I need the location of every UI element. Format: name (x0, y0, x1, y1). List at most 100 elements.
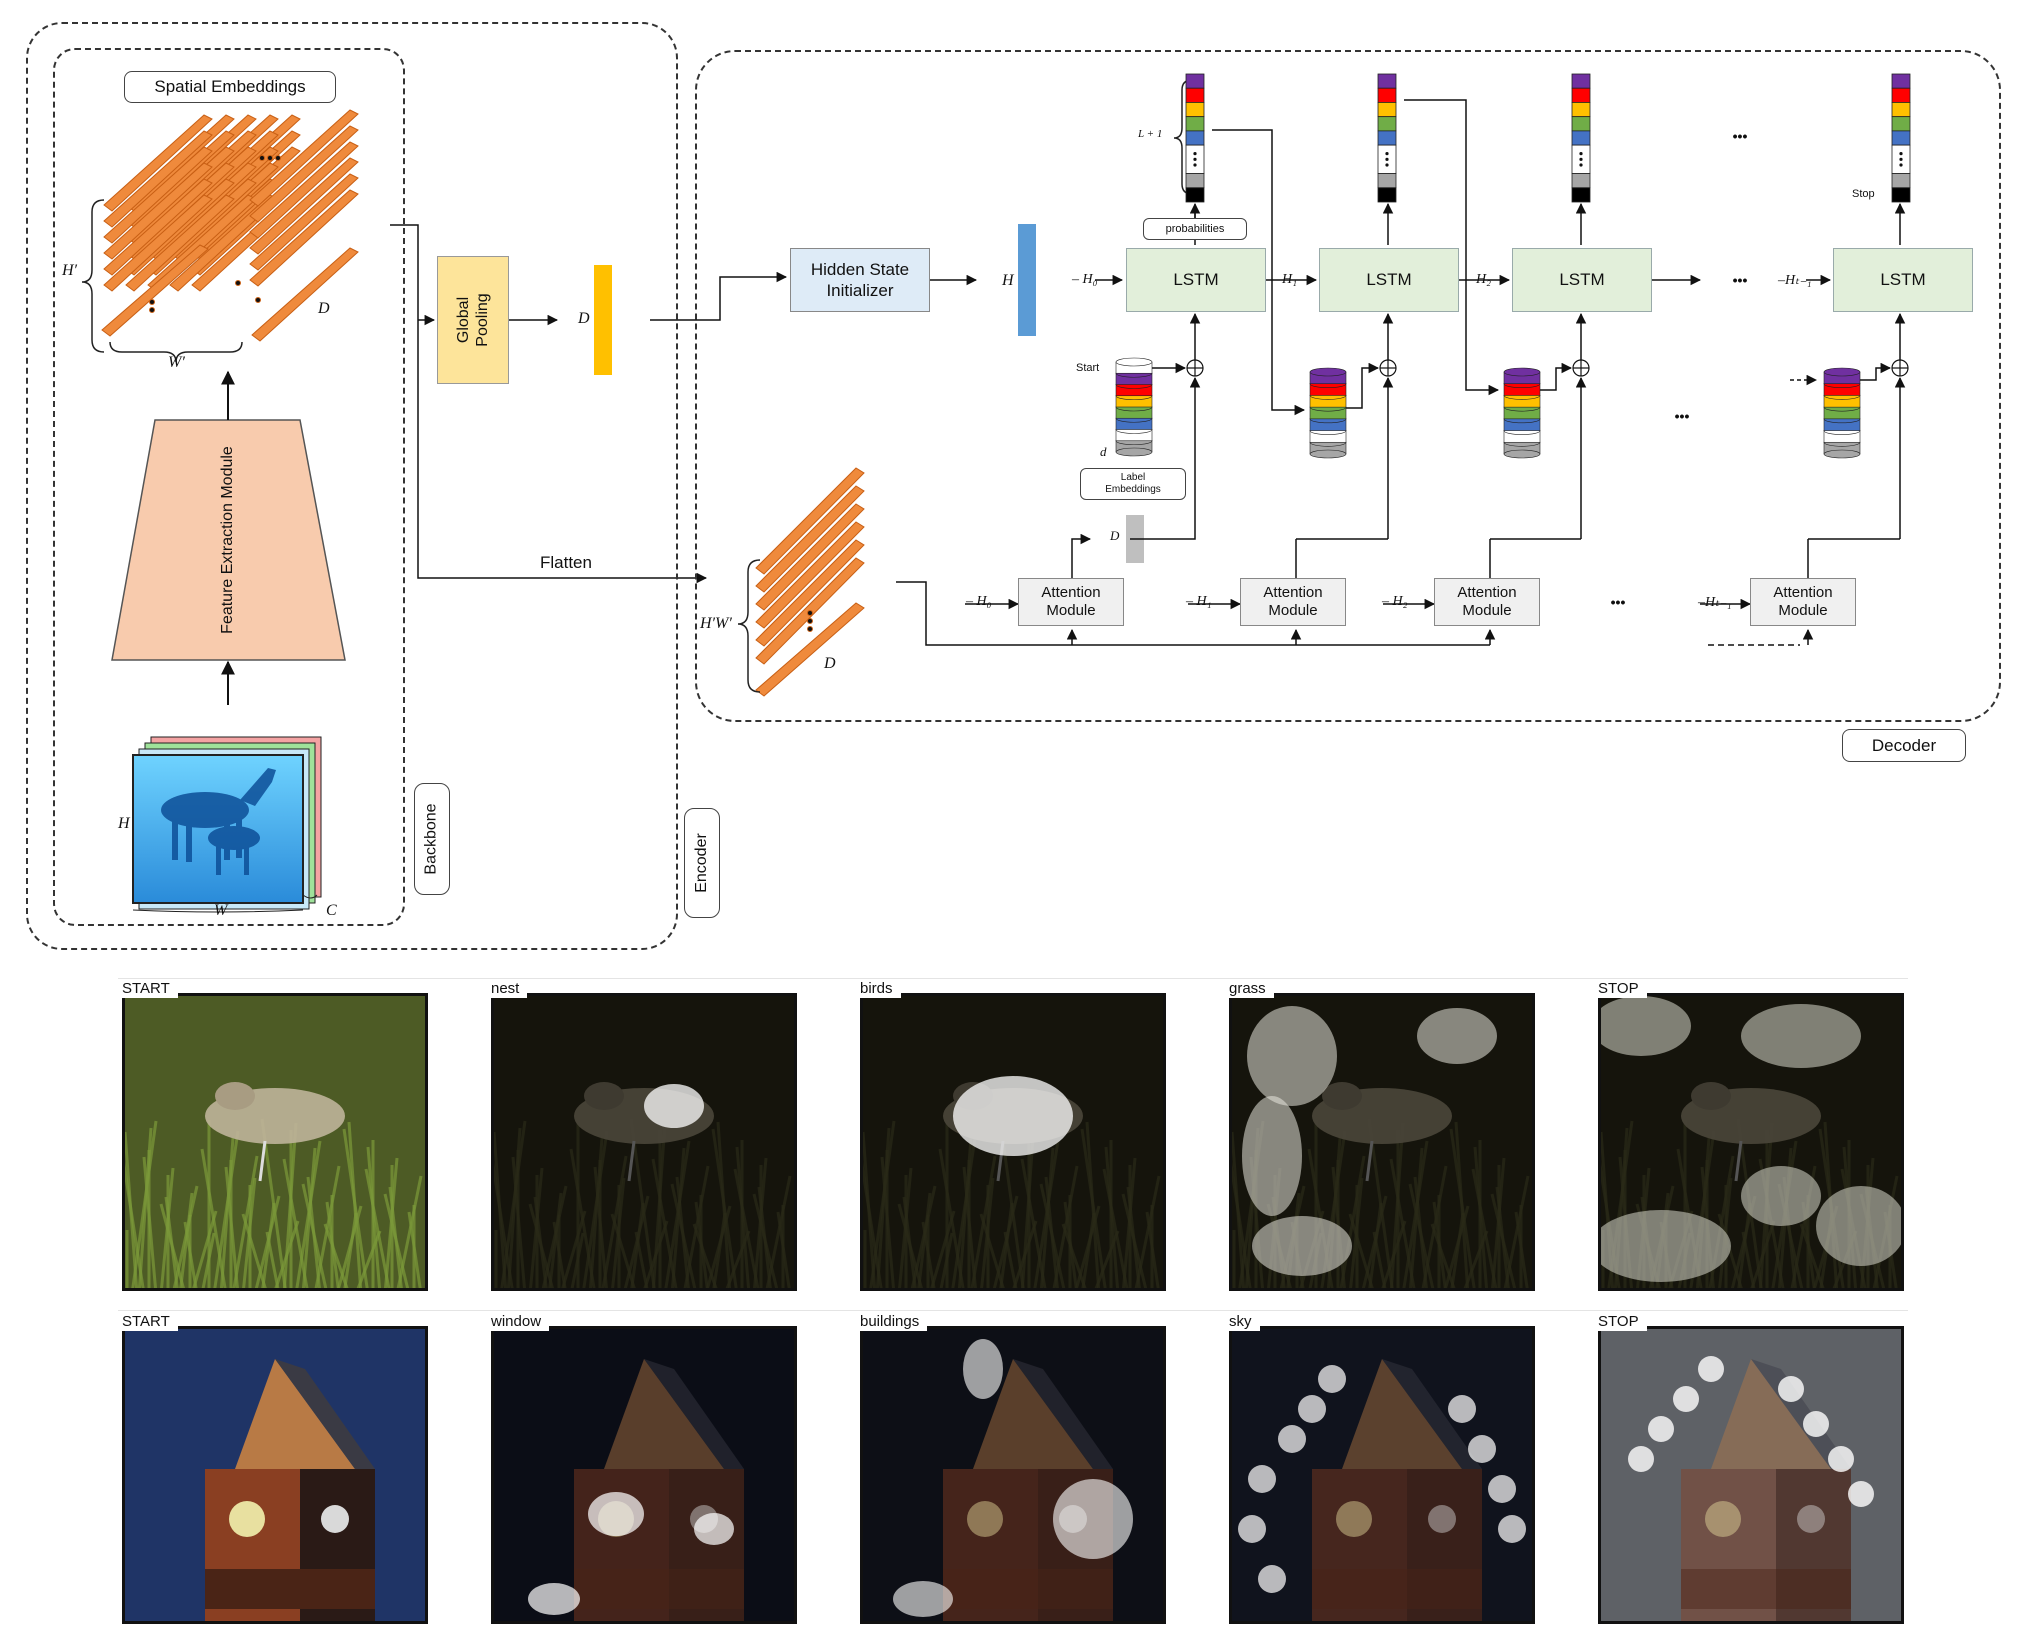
stop-label: Stop (1852, 188, 1875, 200)
attention-panel (122, 1326, 428, 1624)
ellipsis-dot (1385, 152, 1389, 156)
lstm-cell-1: LSTM (1126, 248, 1266, 312)
probabilities-label: probabilities (1143, 218, 1247, 240)
attention-panel (1229, 993, 1535, 1291)
pooled-vector (594, 265, 612, 375)
embedding-bar (101, 244, 209, 337)
hidden-state-initializer: Hidden State Initializer (790, 248, 930, 312)
top-ellipsis: ••• (1732, 128, 1748, 144)
encoder-tag: Encoder (684, 808, 720, 918)
ellipsis-dot (1193, 152, 1197, 156)
ellipsis-dot (255, 297, 261, 303)
label-h-input: H (118, 815, 130, 832)
ellipsis-dot (1193, 157, 1197, 161)
embedding-layer-top (1503, 367, 1541, 377)
attention-step-label: sky (1229, 1313, 1260, 1331)
attention-step-label: birds (860, 980, 901, 998)
attention-module-1: Attention Module (1018, 578, 1124, 626)
embedding-layer-base (1823, 449, 1861, 459)
flattened-bar (755, 539, 865, 647)
embedding-bar (103, 194, 213, 292)
attention-module-2: Attention Module (1240, 578, 1346, 626)
ellipsis-dot (1385, 163, 1389, 167)
ellipsis-dot (807, 618, 813, 624)
ellipsis-dot (235, 280, 241, 286)
embedding-bar (103, 146, 213, 244)
row-divider-2 (118, 1310, 1908, 1311)
flatten-label: Flatten (540, 553, 592, 572)
attention-panel (491, 1326, 797, 1624)
spatial-embeddings-label: Spatial Embeddings (124, 71, 336, 103)
label-h-prime: H′ (62, 262, 78, 279)
h-vector (1018, 224, 1036, 336)
attn-input-0: – H₀ (966, 594, 992, 609)
embedding-bar (103, 114, 213, 212)
ellipsis-dot (1193, 163, 1197, 167)
attention-module-t: Attention Module (1750, 578, 1856, 626)
embedding-bar (249, 173, 359, 271)
ellipsis-dot (807, 626, 813, 632)
ellipsis-dot (1899, 163, 1903, 167)
label-hw: H′W′ (700, 615, 732, 632)
attention-step-label: grass (1229, 980, 1274, 998)
attention-panel (122, 993, 428, 1291)
ellipsis-dot (1579, 152, 1583, 156)
d-attn-label: D (1110, 528, 1120, 543)
ellipsis-dot (1579, 157, 1583, 161)
ellipsis-dot (1385, 157, 1389, 161)
label-h-vector: H (1002, 272, 1014, 289)
attention-panel (1598, 1326, 1904, 1624)
hidden-input-1: H₁ (1282, 272, 1297, 287)
ellipsis-dot (1899, 152, 1903, 156)
mid-ellipsis: ••• (1674, 408, 1690, 424)
decoder-tag: Decoder (1842, 729, 1966, 762)
attention-step-label: window (491, 1313, 550, 1331)
ellipsis-dot (149, 299, 155, 305)
label-embeddings-label: Label Embeddings (1080, 468, 1186, 500)
row-divider-1 (118, 978, 1908, 979)
attention-panel (1229, 1326, 1535, 1624)
embedding-layer-base (1503, 449, 1541, 459)
attn-input-1: – H₁ (1186, 594, 1212, 609)
flattened-bar (755, 485, 865, 593)
backbone-region (53, 48, 405, 926)
ellipsis-dot (275, 155, 281, 161)
encoder-region (26, 22, 678, 950)
ellipsis-dot (1899, 157, 1903, 161)
start-label: Start (1076, 362, 1100, 374)
attention-panel (860, 993, 1166, 1291)
attn-ellipsis: ••• (1610, 594, 1626, 610)
attention-step-label: STOP (1598, 980, 1647, 998)
attention-step-label: START (122, 1313, 178, 1331)
attn-input-t: –Hₜ₋₁ (1698, 595, 1732, 610)
hidden-input-2: H₂ (1476, 272, 1491, 287)
embedding-bar (249, 109, 359, 207)
lstm-cell-3: LSTM (1512, 248, 1652, 312)
embedding-bar (249, 157, 359, 255)
label-d-embed: D (318, 300, 330, 317)
l-plus-one-label: L + 1 (1138, 128, 1163, 140)
embedding-bar (249, 125, 359, 223)
embedding-layer-base (1115, 447, 1153, 457)
attention-step-label: nest (491, 980, 528, 998)
ellipsis-dot (267, 155, 273, 161)
embedding-bar (125, 194, 235, 292)
lstm-cell-t: LSTM (1833, 248, 1973, 312)
attention-panel (491, 993, 797, 1291)
label-stack-cell (1185, 187, 1205, 203)
flattened-bar (755, 467, 865, 575)
lstm-ellipsis: ••• (1732, 272, 1748, 288)
label-stack-cell (1891, 187, 1911, 203)
attention-module-3: Attention Module (1434, 578, 1540, 626)
label-c-input: C (326, 902, 337, 919)
feature-extraction-label: Feature Extraction Module (219, 446, 236, 634)
attn-input-2: – H₂ (1382, 594, 1408, 609)
ellipsis-dot (1579, 163, 1583, 167)
label-stack-cell (1571, 187, 1591, 203)
embedding-bar (249, 141, 359, 239)
attention-panel (860, 1326, 1166, 1624)
attention-panel (1598, 993, 1904, 1291)
label-stack-cell (1377, 187, 1397, 203)
feature-extraction-shape (111, 419, 346, 661)
